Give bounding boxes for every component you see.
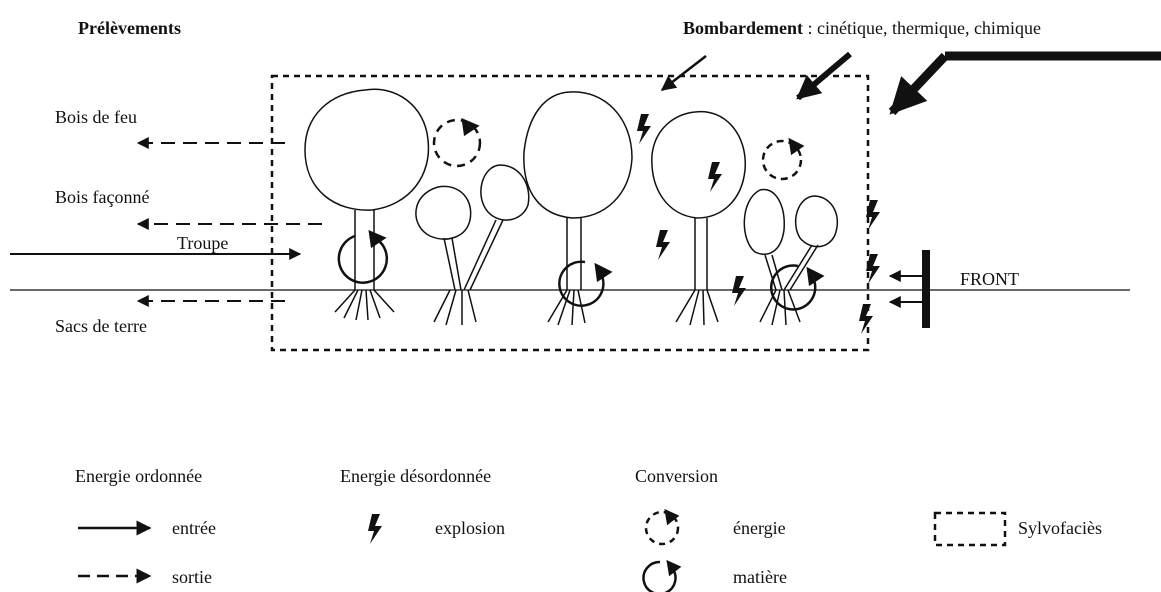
sylvofacies-box xyxy=(270,74,870,352)
tree-small-pair-2 xyxy=(743,188,838,326)
tree-small-pair-1 xyxy=(415,164,530,326)
label-bois-faconne: Bois façonné xyxy=(55,187,150,207)
bombardement-label: Bombardement xyxy=(683,18,803,38)
bombardement-heading: Bombardement : cinétique, thermique, chi… xyxy=(683,17,1041,39)
legend-explosion-label: explosion xyxy=(435,518,505,538)
matiere-circle-3 xyxy=(769,264,825,311)
legend-entree-label: entrée xyxy=(172,518,216,538)
legend-ordered-heading: Energie ordonnée xyxy=(75,466,203,486)
bombardment-arrow-medium xyxy=(796,51,852,101)
matiere-circle-1 xyxy=(337,229,389,284)
legend-disordered-heading: Energie désordonnée xyxy=(340,466,492,486)
tree-large-2 xyxy=(523,91,633,326)
legend-sylvofacies-label: Sylvofaciès xyxy=(1018,518,1102,538)
bombardment-arrow-thin xyxy=(660,55,707,91)
tree-large-3 xyxy=(651,110,746,326)
legend-matiere-icon xyxy=(642,559,682,592)
title-prelevements: Prélèvements xyxy=(78,18,181,38)
tree-large-1 xyxy=(304,88,430,321)
label-bois-de-feu: Bois de feu xyxy=(55,107,137,127)
matiere-circle-2 xyxy=(558,260,613,307)
bombardement-detail: : cinétique, thermique, chimique xyxy=(803,18,1041,38)
energie-circle-1 xyxy=(432,117,482,168)
legend-explosion-icon xyxy=(368,514,382,544)
legend-energie-label: énergie xyxy=(733,518,786,538)
label-sacs-de-terre: Sacs de terre xyxy=(55,316,147,336)
label-troupe: Troupe xyxy=(177,233,229,253)
legend-matiere-label: matière xyxy=(733,567,787,587)
label-front: FRONT xyxy=(960,269,1020,289)
explosions xyxy=(637,114,880,334)
bombardment-arrow-thick-head xyxy=(888,52,949,116)
legend-sortie-label: sortie xyxy=(172,567,212,587)
energie-circle-2 xyxy=(761,137,805,181)
legend-sylvofacies-box xyxy=(933,511,1007,547)
legend-conversion-heading: Conversion xyxy=(635,466,718,486)
legend-energie-icon xyxy=(644,508,680,546)
